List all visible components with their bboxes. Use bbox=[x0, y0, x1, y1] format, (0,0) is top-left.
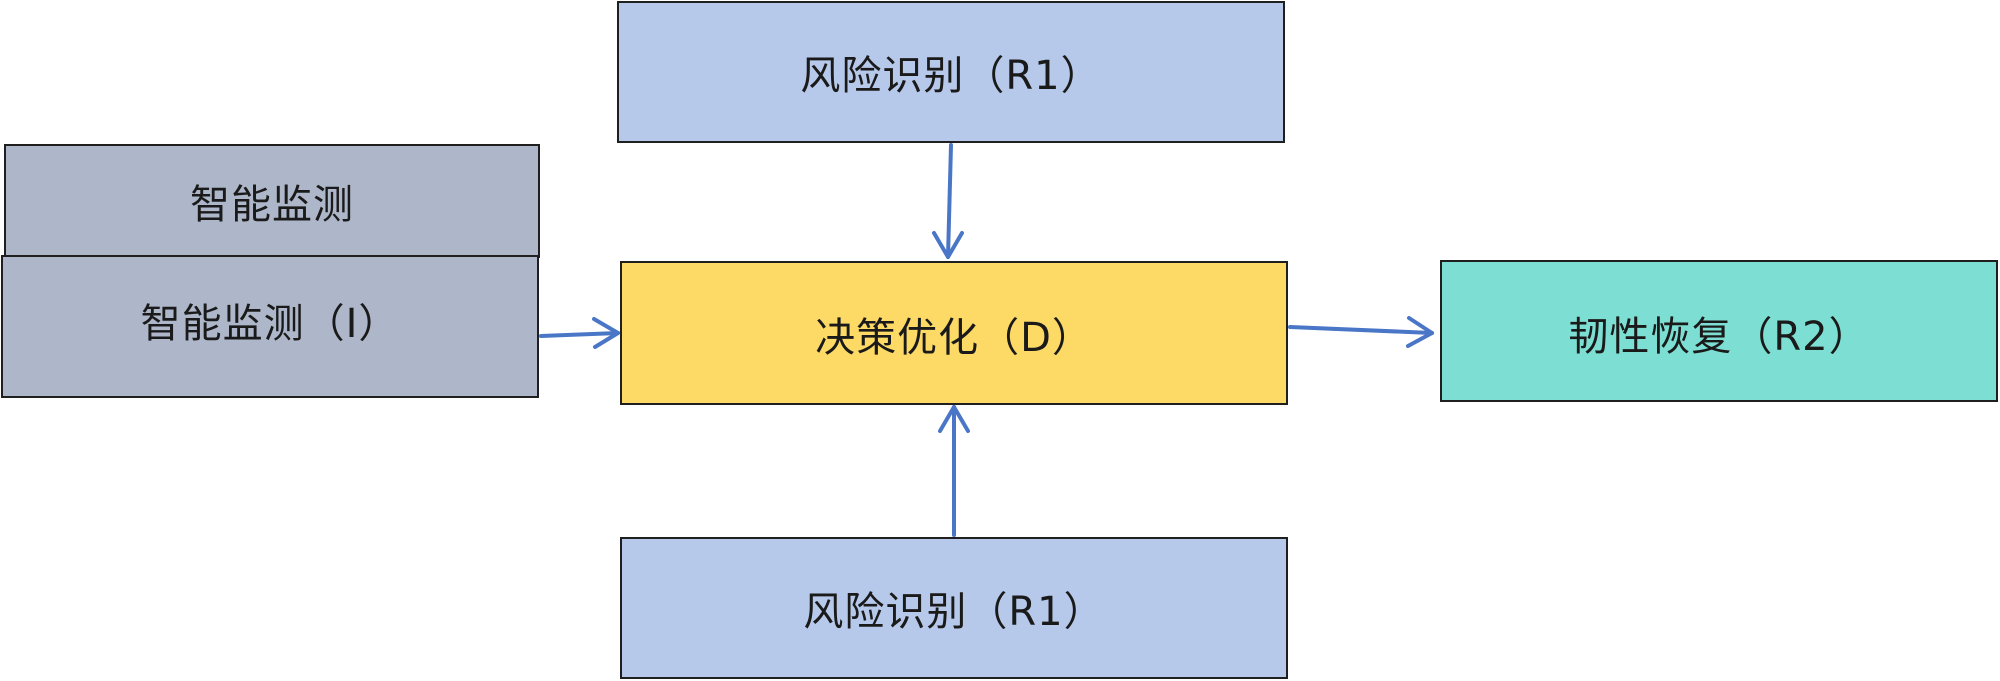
resilience-recovery-box: 韧性恢复（R2） bbox=[1440, 260, 1998, 402]
smart-monitoring-front-label: 智能监测（I） bbox=[140, 301, 400, 347]
risk-identification-top-label: 风险识别（R1） bbox=[800, 53, 1102, 99]
resilience-recovery-label: 韧性恢复（R2） bbox=[1568, 314, 1870, 360]
risk-identification-bottom-label: 风险识别（R1） bbox=[803, 589, 1105, 635]
arrow-risk-top-to-decision bbox=[932, 143, 964, 259]
smart-monitoring-back-box: 智能监测 bbox=[4, 144, 540, 258]
arrow-monitoring-to-decision bbox=[539, 317, 620, 349]
arrow-decision-to-resilience bbox=[1288, 316, 1434, 348]
decision-optimization-label: 决策优化（D） bbox=[815, 315, 1093, 361]
arrow-risk-bottom-to-decision bbox=[938, 405, 970, 537]
smart-monitoring-back-label: 智能监测 bbox=[190, 182, 354, 228]
decision-optimization-box: 决策优化（D） bbox=[620, 261, 1288, 405]
smart-monitoring-front-box: 智能监测（I） bbox=[1, 255, 539, 398]
risk-identification-bottom-box: 风险识别（R1） bbox=[620, 537, 1288, 679]
risk-identification-top-box: 风险识别（R1） bbox=[617, 1, 1285, 143]
